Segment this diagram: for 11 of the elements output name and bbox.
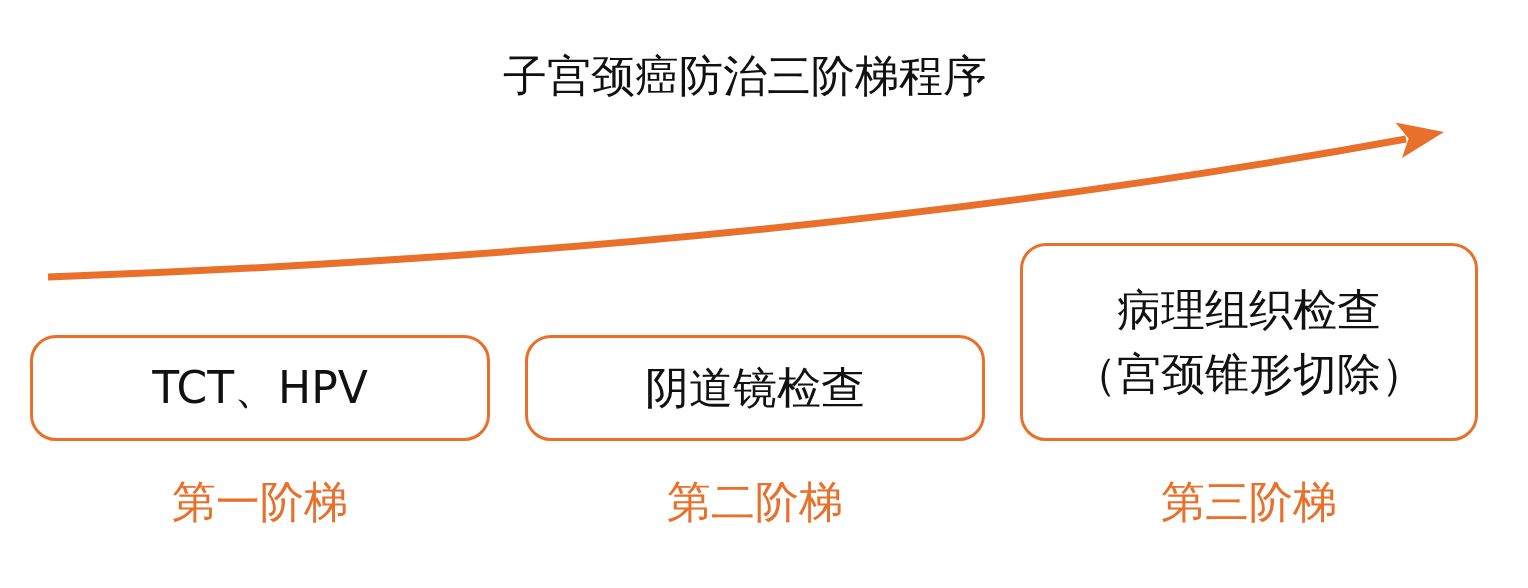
step-text: TCT、HPV — [152, 361, 368, 415]
step-box — [525, 335, 985, 441]
step-label: 第二阶梯 — [667, 475, 843, 529]
step-label: 第三阶梯 — [1161, 475, 1337, 529]
step-text: （宫颈锥形切除） — [1073, 347, 1425, 401]
step-text: 病理组织检查 — [1117, 283, 1381, 337]
step-box — [1020, 243, 1478, 441]
diagram-title: 子宫颈癌防治三阶梯程序 — [503, 49, 987, 103]
step-box — [30, 335, 490, 441]
step-text: 阴道镜检查 — [645, 361, 865, 415]
step-label: 第一阶梯 — [172, 475, 348, 529]
